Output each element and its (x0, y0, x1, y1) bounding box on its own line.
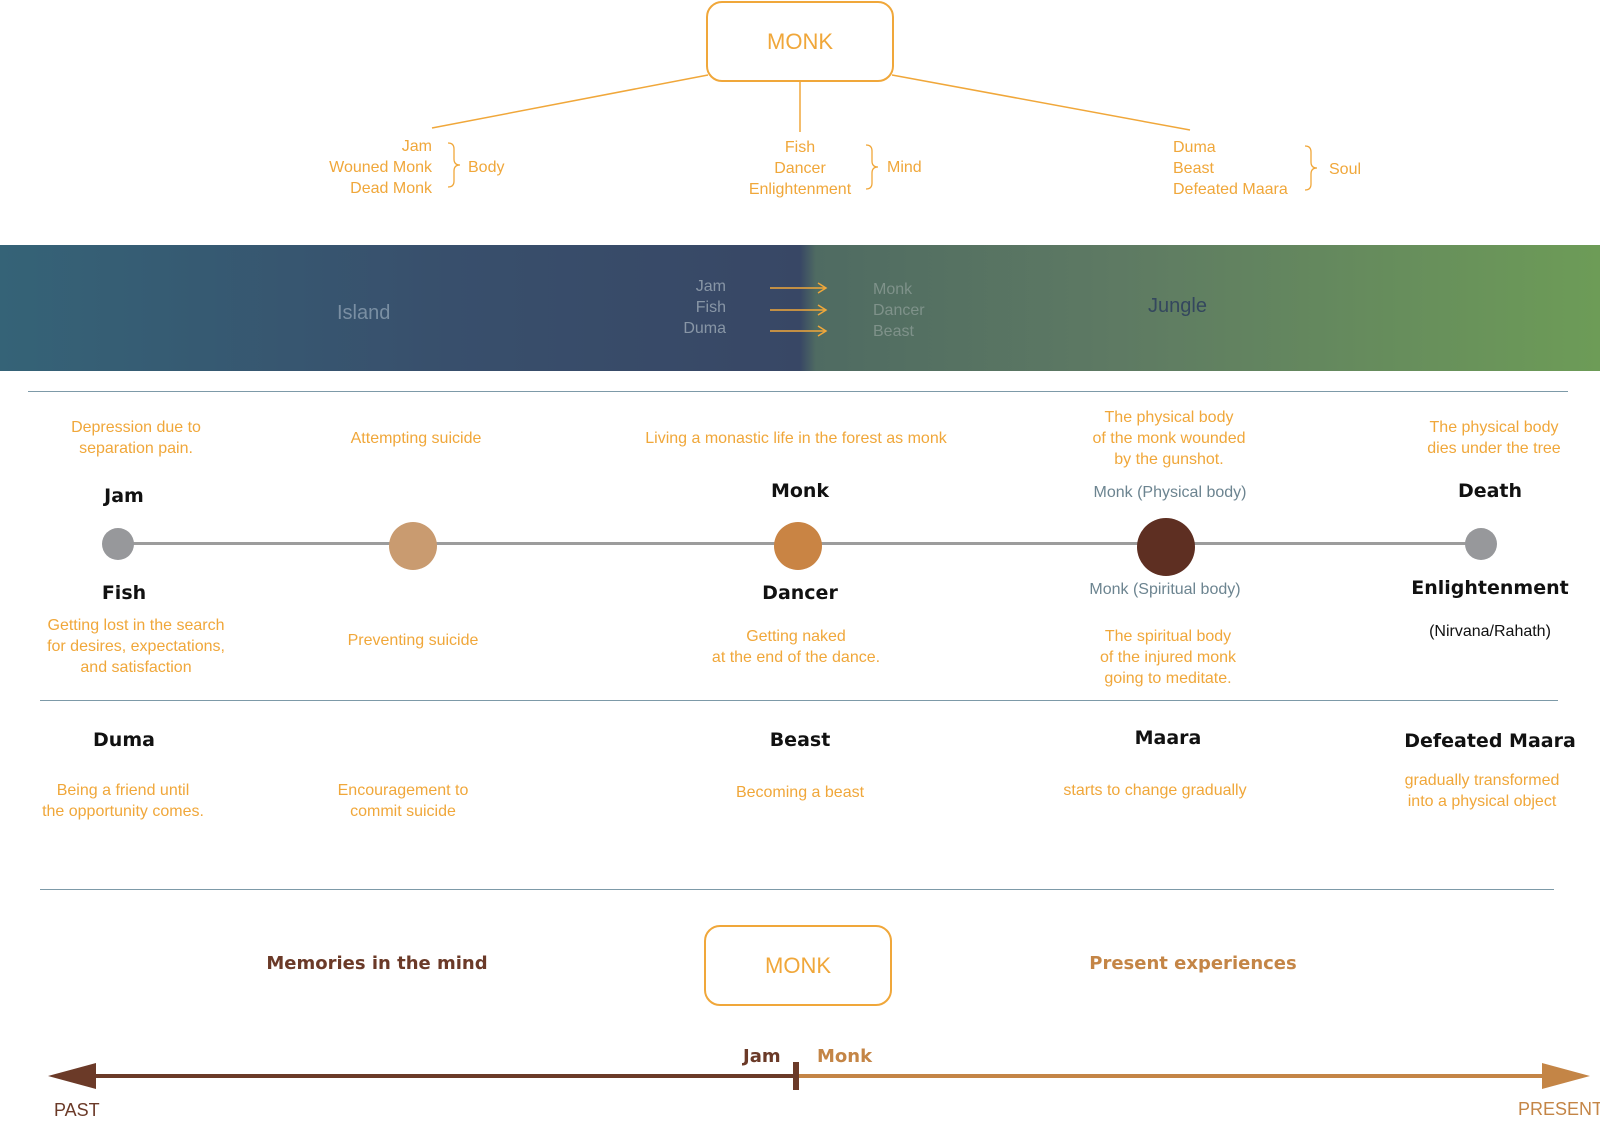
top-connectors (431, 74, 1318, 191)
group-item: Duma (1173, 139, 1216, 156)
desc-beast: Becoming a beast (735, 784, 865, 801)
name-death: Death (1457, 480, 1523, 502)
band-to-item: Dancer (873, 302, 925, 319)
group-item: Wouned Monk (329, 159, 432, 176)
name-monk-spiritual: Monk (Spiritual body) (1089, 581, 1241, 598)
soul-brace-label: Soul (1329, 161, 1362, 178)
name-defeated-maara: Defeated Maara (1404, 730, 1576, 752)
past-present-axis (48, 1062, 1590, 1090)
desc-duma: Being a friend until the opportunity com… (42, 782, 204, 820)
name-duma: Duma (93, 729, 155, 751)
name-beast: Beast (769, 729, 831, 751)
soul-group-items: Duma Beast Defeated Maara (1173, 137, 1288, 200)
monk-bottom-box: MONK (704, 925, 892, 1006)
group-item: Dead Monk (350, 180, 432, 197)
event-below-3: Getting naked at the end of the dance. (711, 628, 881, 666)
band-from-item: Duma (683, 320, 726, 337)
desc-maara: starts to change gradually (1063, 782, 1247, 799)
jungle-label: Jungle (1148, 295, 1207, 317)
present-arrowhead-icon (1542, 1063, 1590, 1089)
name-monk: Monk (770, 480, 830, 502)
band-arrows (770, 282, 828, 337)
band-to-list: Monk Dancer Beast (873, 279, 925, 342)
band-from-item: Fish (695, 299, 726, 316)
past-label: PAST (54, 1100, 100, 1120)
present-label: Present experiences (1089, 953, 1297, 974)
island-label: Island (337, 302, 391, 324)
event-above-5: The physical body dies under the tree (1427, 419, 1561, 457)
event-above-1: Depression due to separation pain. (71, 419, 201, 457)
timeline-node-2 (389, 522, 437, 570)
event-below-5: (Nirvana/Rahath) (1429, 623, 1551, 640)
name-monk-physical: Monk (Physical body) (1093, 484, 1247, 501)
mind-group-items: Fish Dancer Enlightenment (722, 137, 878, 200)
group-item: Jam (401, 138, 432, 155)
body-brace-label: Body (468, 159, 505, 176)
present-axis-label: PRESENT (1518, 1099, 1600, 1119)
group-item: Beast (1173, 160, 1214, 177)
name-dancer: Dancer (762, 582, 838, 604)
body-group-items: Jam Wouned Monk Dead Monk (300, 136, 432, 199)
name-enlightenment: Enlightenment (1411, 577, 1569, 599)
band-from-item: Jam (695, 278, 726, 295)
event-below-4: The spiritual body of the injured monk g… (1099, 628, 1237, 687)
group-item: Defeated Maara (1173, 181, 1288, 198)
group-item: Dancer (774, 160, 826, 177)
group-item: Fish (784, 139, 816, 156)
event-below-1: Getting lost in the search for desires, … (47, 617, 225, 676)
event-above-3: Living a monastic life in the forest as … (645, 430, 947, 447)
divider-top (28, 391, 1568, 392)
timeline-node-3 (774, 522, 822, 570)
timeline-node-5 (1465, 528, 1497, 560)
divider-bottom (40, 889, 1554, 890)
island-jungle-band (0, 245, 1600, 371)
timeline-node-4 (1137, 518, 1195, 576)
band-from-list: Jam Fish Duma (660, 276, 726, 339)
monk-bottom-label: MONK (765, 952, 831, 978)
band-to-item: Beast (873, 323, 914, 340)
axis-monk-label: Monk (817, 1046, 873, 1067)
desc-defeated-maara: gradually transformed into a physical ob… (1404, 772, 1560, 810)
name-jam: Jam (104, 485, 144, 507)
monk-root-label: MONK (767, 28, 833, 54)
band-to-item: Monk (873, 281, 913, 298)
desc-encouragement: Encouragement to commit suicide (337, 782, 469, 820)
group-item: Enlightenment (748, 181, 852, 198)
mind-brace-label: Mind (887, 159, 922, 176)
divider-middle (40, 700, 1558, 701)
event-above-2: Attempting suicide (350, 430, 482, 447)
monk-root-box: MONK (706, 1, 894, 82)
name-maara: Maara (1134, 727, 1202, 749)
past-arrowhead-icon (48, 1063, 96, 1089)
event-below-2: Preventing suicide (347, 632, 479, 649)
memories-label: Memories in the mind (266, 953, 488, 974)
axis-jam-label: Jam (743, 1046, 781, 1067)
event-above-4: The physical body of the monk wounded by… (1092, 409, 1246, 468)
name-fish: Fish (101, 582, 147, 604)
timeline-node-1 (102, 528, 134, 560)
